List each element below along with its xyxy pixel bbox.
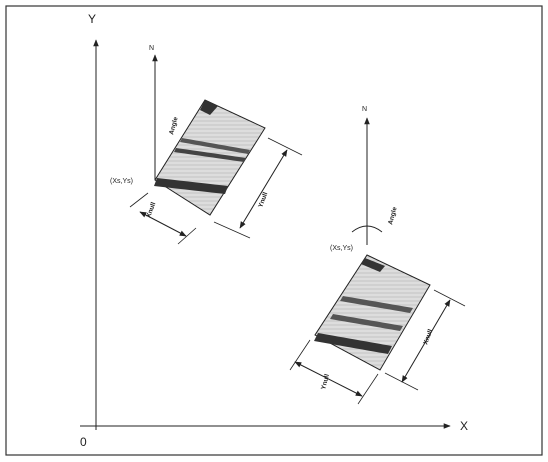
main-axes: Y X 0 xyxy=(80,12,468,449)
object-2-stripe xyxy=(314,333,392,354)
object-1-xdim-ext xyxy=(177,227,197,245)
object-2-xdim-ext xyxy=(384,372,419,391)
object-2-stripe xyxy=(340,296,413,313)
x-axis-label: X xyxy=(460,419,468,433)
object-2-north-label: N xyxy=(362,106,367,113)
object-1-ydim-line xyxy=(239,149,288,229)
object-1-north-label: N xyxy=(149,45,154,52)
object-2-xdim-label: Xnull xyxy=(422,328,434,346)
object-2-ydim-label: Ynull xyxy=(320,373,331,390)
object-1-stripe xyxy=(180,138,250,154)
object-1-xdim-ext xyxy=(129,192,149,208)
object-1-stripe xyxy=(154,178,228,194)
object-2-stripe xyxy=(330,314,403,331)
object-2-angle-arc xyxy=(351,225,383,233)
object-1-ydim-label: Ynull xyxy=(257,191,269,209)
object-2-angle-label: Angle xyxy=(387,206,399,226)
object-2-body xyxy=(314,254,431,371)
object-2-ydim-line xyxy=(294,361,363,397)
object-2-point-label: (Xs,Ys) xyxy=(330,245,353,252)
object-1-angle-label: Angle xyxy=(168,116,180,136)
object-2: N Angle (Xs,Ys) Xnull Ynull xyxy=(289,106,466,405)
object-1-stripe xyxy=(174,148,246,162)
object-2-xdim-line xyxy=(401,299,451,383)
outer-frame xyxy=(5,5,543,456)
object-1-xdim-label: Xnull xyxy=(145,201,157,219)
object-1-point-label: (Xs,Ys) xyxy=(110,178,133,185)
object-2-xdim-ext xyxy=(433,289,466,307)
y-axis-label: Y xyxy=(88,12,96,26)
object-2-stripe xyxy=(361,258,385,272)
origin-label: 0 xyxy=(80,435,87,449)
object-1-ydim-ext xyxy=(213,221,251,239)
object-1-stripe xyxy=(200,100,218,115)
object-1: N Angle (Xs,Ys) Xnull Ynull xyxy=(110,45,303,245)
object-2-ydim-ext xyxy=(357,373,379,405)
object-1-body xyxy=(154,99,266,216)
object-2-ydim-ext xyxy=(289,339,311,371)
object-1-ydim-ext xyxy=(267,137,303,156)
object-1-xdim-line xyxy=(139,211,187,237)
